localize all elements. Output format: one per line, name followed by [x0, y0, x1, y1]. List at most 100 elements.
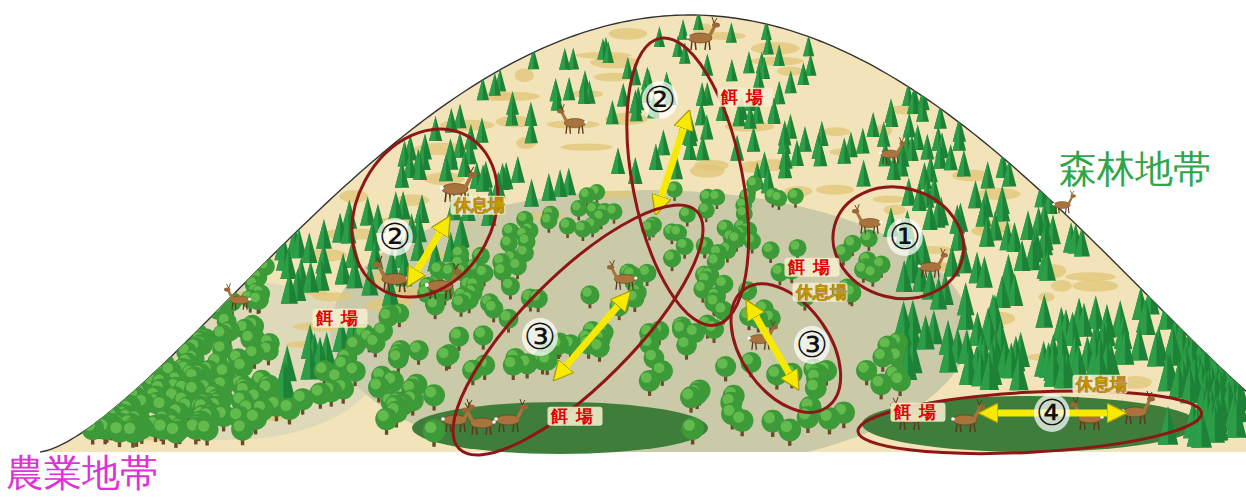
tree: [979, 217, 995, 247]
feeding-place-label: 餌場: [548, 407, 603, 426]
dry-grass: [822, 127, 850, 136]
tree: [360, 197, 375, 226]
deer: [686, 17, 720, 50]
tree: [248, 291, 267, 314]
callout-number: ①: [887, 218, 923, 256]
tree: [476, 164, 490, 191]
dry-grass: [977, 188, 1021, 200]
tree: [976, 198, 991, 227]
tree: [907, 90, 920, 114]
movement-arrow: [752, 310, 793, 380]
tree: [603, 41, 614, 63]
dry-grass: [561, 143, 612, 150]
tree: [912, 183, 927, 211]
tree: [413, 153, 427, 180]
dry-grass: [694, 160, 728, 171]
tree: [563, 77, 575, 100]
tree: [542, 173, 557, 201]
hill-outline: [40, 15, 1246, 452]
tree: [281, 271, 298, 303]
tree: [957, 150, 971, 177]
tree: [896, 260, 913, 292]
tree: [976, 256, 993, 288]
tree: [944, 144, 958, 170]
tree: [388, 191, 403, 220]
tree: [778, 418, 801, 445]
tree: [302, 261, 319, 293]
resting-place-label: 休息場: [1073, 375, 1128, 394]
tree: [1226, 399, 1246, 437]
tree: [524, 179, 539, 207]
tree: [696, 82, 708, 105]
tree: [877, 122, 890, 147]
movement-arrow: [561, 300, 623, 372]
tree: [790, 140, 804, 166]
tree: [231, 418, 254, 445]
forest-trees: [81, 10, 1246, 448]
tree: [957, 296, 975, 330]
tree: [375, 408, 398, 435]
tree: [499, 309, 519, 333]
dry-grass: [609, 28, 648, 40]
dry-grass: [339, 190, 368, 203]
tree: [805, 54, 817, 76]
tree: [715, 356, 736, 381]
tree: [867, 112, 880, 137]
shaded-slope: [80, 280, 380, 440]
callout-number: ②: [642, 81, 678, 119]
tree: [1147, 331, 1166, 366]
tree: [778, 151, 792, 178]
tree: [423, 419, 446, 446]
tree: [525, 118, 538, 143]
dry-grass: [1065, 272, 1116, 281]
tree: [856, 128, 870, 154]
tree: [680, 386, 702, 412]
tree: [477, 77, 489, 100]
farm-field: [862, 396, 1198, 452]
dry-grass: [1072, 280, 1118, 292]
tree: [301, 232, 317, 263]
tree: [1116, 330, 1135, 365]
movement-arrows: [413, 121, 1115, 413]
region-ellipse-line: [324, 103, 527, 322]
dry-grass: [816, 185, 854, 195]
deer: [1121, 391, 1155, 424]
tree: [1039, 249, 1056, 280]
dry-grass: [515, 68, 534, 82]
tree: [1130, 326, 1149, 361]
tree: [570, 200, 587, 220]
tree: [747, 126, 761, 152]
tree: [921, 134, 935, 160]
tree: [451, 293, 470, 316]
tree: [863, 264, 882, 286]
tree: [663, 249, 681, 271]
tree: [164, 420, 187, 447]
tree: [1002, 159, 1016, 186]
deer: [879, 137, 906, 163]
deer: [918, 248, 948, 278]
callout-number: ②: [377, 218, 413, 256]
dry-grass: [313, 292, 351, 301]
tree: [916, 98, 929, 122]
tree: [388, 344, 409, 369]
tree: [761, 19, 772, 40]
zone-label: 農業地帯: [6, 453, 158, 495]
deer-figures: [224, 17, 1155, 435]
tree: [753, 67, 765, 90]
tree: [574, 220, 591, 241]
feeding-place-label: 餌場: [785, 258, 840, 277]
region-outline: [623, 34, 753, 329]
tree: [980, 354, 999, 390]
tree: [511, 156, 525, 183]
tree: [649, 144, 663, 170]
movement-arrow: [413, 226, 444, 277]
tree: [939, 337, 958, 373]
tree: [870, 373, 892, 399]
dry-grass: [1038, 292, 1054, 301]
tree: [346, 256, 363, 288]
resting-place-label: 休息場: [793, 283, 848, 302]
tree: [933, 142, 947, 168]
tree: [787, 188, 804, 208]
tree: [278, 398, 300, 425]
feeding-place-label: 餌場: [891, 403, 946, 422]
